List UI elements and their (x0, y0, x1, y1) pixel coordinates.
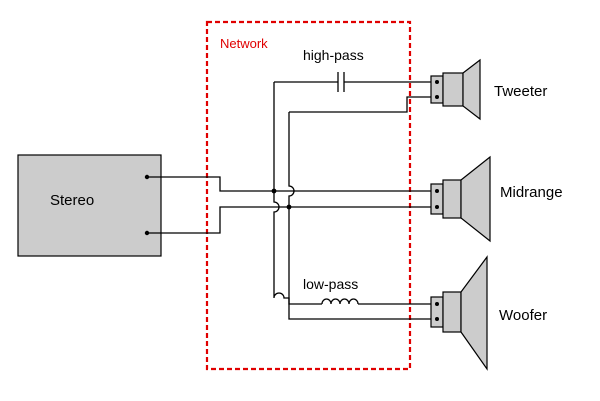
tweeter-terminal-minus (435, 95, 439, 99)
woofer-cone (460, 255, 488, 371)
woofer-terminal-block (430, 296, 444, 328)
midrange-terminal-plus (435, 189, 439, 193)
tweeter-magnet (442, 72, 464, 107)
tweeter-cone (462, 58, 481, 121)
stereo-label: Stereo (50, 192, 94, 209)
woofer-terminal-plus (435, 302, 439, 306)
stereo-wire-bottom (147, 206, 289, 234)
highpass-label: high-pass (303, 47, 364, 63)
lowpass-label: low-pass (303, 276, 358, 292)
stereo-box (17, 154, 162, 257)
woofer-magnet (442, 291, 462, 333)
woofer-label: Woofer (499, 307, 547, 324)
midrange-magnet (442, 179, 462, 219)
midrange-terminal-minus (435, 205, 439, 209)
tweeter-terminal-plus (435, 80, 439, 84)
woofer-terminal-minus (435, 317, 439, 321)
tweeter-wire-bottom (289, 96, 431, 113)
lowpass-inductor (321, 298, 359, 305)
midrange-cone (460, 155, 491, 243)
network-boundary (205, 20, 412, 371)
midrange-terminal-block (430, 183, 444, 215)
network-label: Network (220, 36, 268, 51)
junction-bottom-bus (286, 204, 292, 210)
midrange-label: Midrange (500, 184, 563, 201)
right-vertical-wire (288, 112, 407, 320)
left-vertical-wire (273, 82, 322, 305)
tweeter-label: Tweeter (494, 83, 547, 100)
stereo-wire-top (147, 176, 274, 192)
junction-top-bus (271, 188, 277, 194)
